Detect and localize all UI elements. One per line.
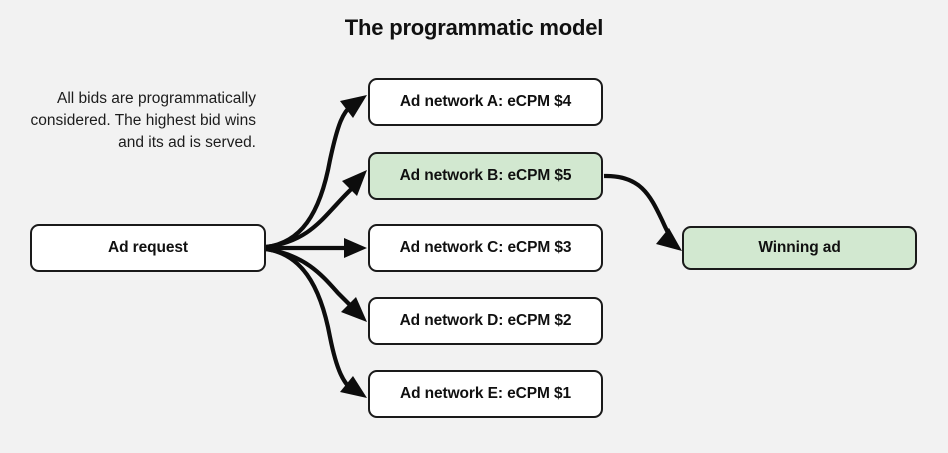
node-ad-network-a[interactable]: Ad network A: eCPM $4 (368, 78, 603, 126)
node-ad-network-c[interactable]: Ad network C: eCPM $3 (368, 224, 603, 272)
edge-ad-request-to-network-c (266, 238, 367, 258)
node-winning-ad[interactable]: Winning ad (682, 226, 917, 270)
diagram-caption: All bids are programmatically considered… (30, 90, 256, 151)
edge-ad-request-to-network-a (265, 95, 367, 250)
node-ad-network-d-label: Ad network D: eCPM $2 (399, 312, 572, 329)
edge-ad-request-to-network-b (265, 170, 367, 250)
node-ad-network-b-label: Ad network B: eCPM $5 (399, 167, 572, 184)
node-ad-network-e-label: Ad network E: eCPM $1 (399, 385, 572, 402)
edge-ad-request-to-network-d (265, 246, 367, 322)
node-ad-request[interactable]: Ad request (30, 224, 266, 272)
node-ad-network-c-label: Ad network C: eCPM $3 (399, 239, 572, 256)
edge-ad-request-to-network-e (265, 246, 367, 398)
edge-network-b-to-winning-ad (603, 173, 682, 251)
node-winning-ad-label: Winning ad (758, 239, 841, 256)
node-ad-request-label: Ad request (108, 239, 188, 256)
page-title: The programmatic model (344, 15, 604, 40)
node-ad-network-d[interactable]: Ad network D: eCPM $2 (368, 297, 603, 345)
node-ad-network-e[interactable]: Ad network E: eCPM $1 (368, 370, 603, 418)
node-ad-network-a-label: Ad network A: eCPM $4 (399, 93, 572, 110)
node-ad-network-b[interactable]: Ad network B: eCPM $5 (368, 152, 603, 200)
